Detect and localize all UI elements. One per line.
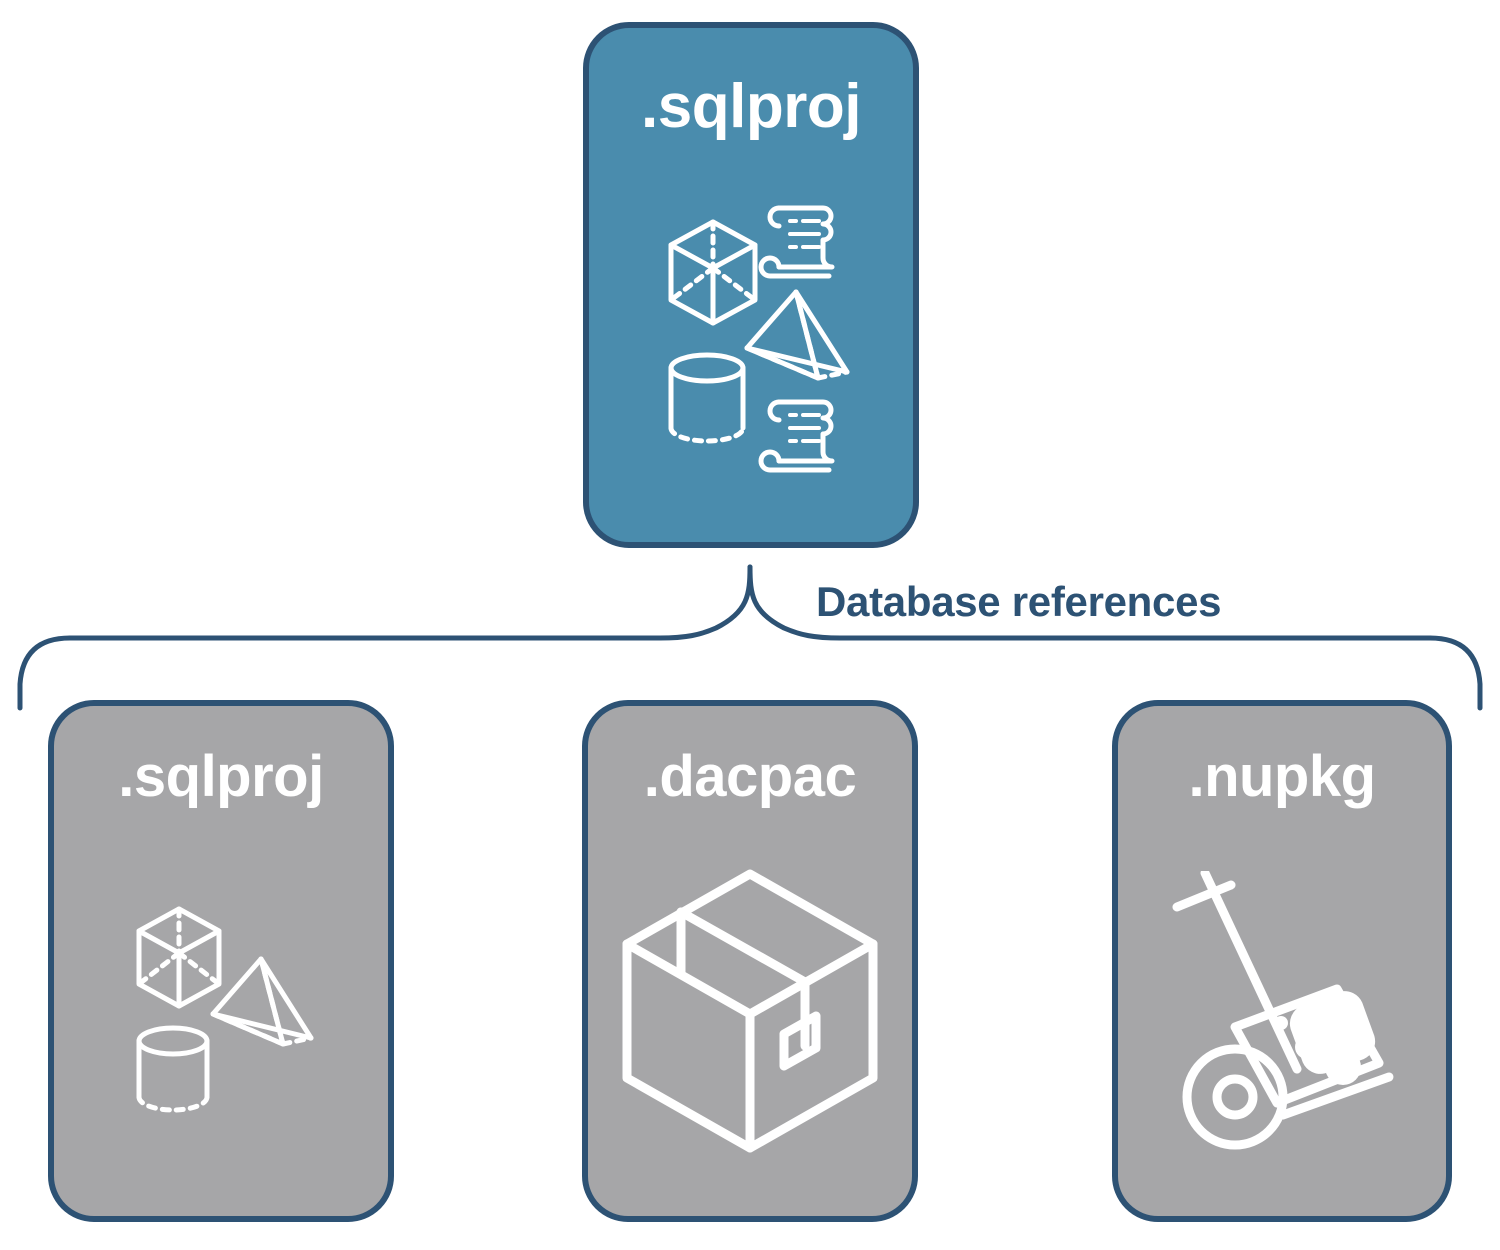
scroll-document-icon (758, 399, 835, 473)
connector-brace (17, 564, 1483, 711)
node-ref-nupkg-title: .nupkg (1188, 744, 1376, 809)
shipping-box-icon (622, 869, 878, 1153)
wireframe-pyramid-icon (744, 289, 850, 381)
node-ref-dacpac-title: .dacpac (643, 744, 857, 809)
node-ref-dacpac-icon-group (588, 806, 912, 1216)
wireframe-pyramid-icon (210, 956, 314, 1047)
node-ref-sqlproj[interactable]: .sqlproj (48, 700, 394, 1222)
node-ref-sqlproj-icon-group (54, 806, 388, 1216)
wireframe-cube-icon (668, 219, 758, 326)
node-root-icon-group (589, 138, 913, 542)
hand-truck-package-icon (1172, 871, 1394, 1150)
node-ref-nupkg-icon-group (1118, 806, 1446, 1216)
node-root-title: .sqlproj (641, 72, 861, 141)
connector-label: Database references (816, 578, 1222, 625)
node-root-sqlproj[interactable]: .sqlproj (583, 22, 919, 548)
node-ref-nupkg[interactable]: .nupkg (1112, 700, 1452, 1222)
node-ref-dacpac[interactable]: .dacpac (582, 700, 918, 1222)
root-icon-svg (668, 205, 850, 473)
ref-sqlproj-icon-svg (136, 906, 314, 1113)
scroll-document-icon (758, 205, 835, 279)
node-ref-sqlproj-title: .sqlproj (118, 744, 324, 809)
wireframe-cylinder-icon (136, 1025, 210, 1113)
wireframe-cube-icon (136, 906, 222, 1009)
wireframe-cylinder-icon (668, 352, 746, 444)
